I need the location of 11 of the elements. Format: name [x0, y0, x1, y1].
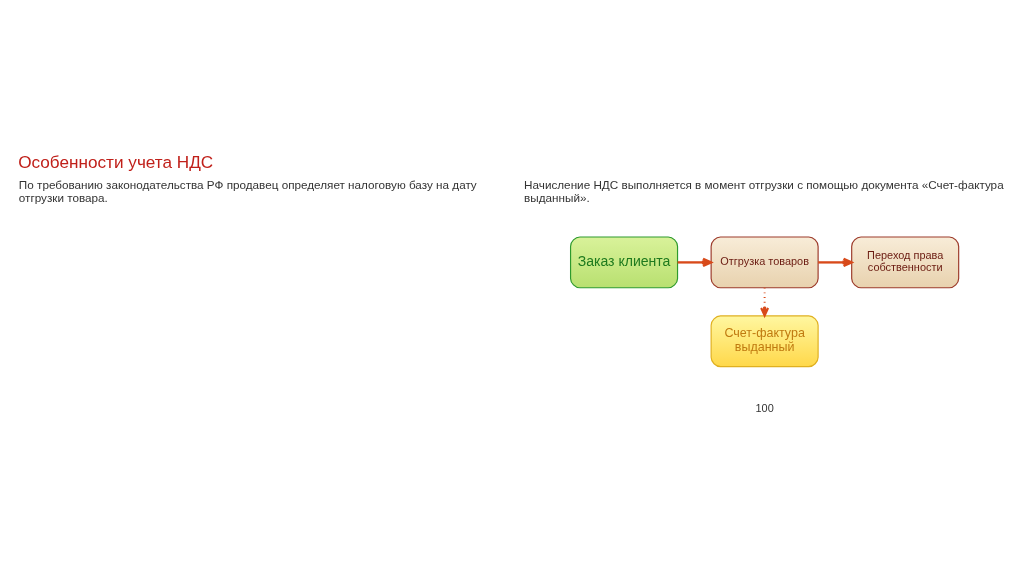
diagram-title: Особенности учета НДС: [18, 151, 214, 172]
node-box: Отгрузка товаров: [710, 236, 819, 289]
node-box: Переход права собственности: [851, 236, 960, 289]
label: По требованию законодательства РФ продавец определяет налоговую базу на дату отгрузки товара.: [18, 177, 477, 204]
arrow: [677, 257, 713, 268]
label: 100: [755, 401, 774, 414]
label: Начисление НДС выполняется в момент отгрузки с помощью документа «Счет-фактура выданный».: [524, 177, 1004, 204]
arrow: [818, 257, 853, 268]
node-box: Заказ клиента: [570, 236, 679, 289]
node-box: Счет-фактура выданный: [710, 315, 819, 368]
arrow: [760, 286, 770, 317]
